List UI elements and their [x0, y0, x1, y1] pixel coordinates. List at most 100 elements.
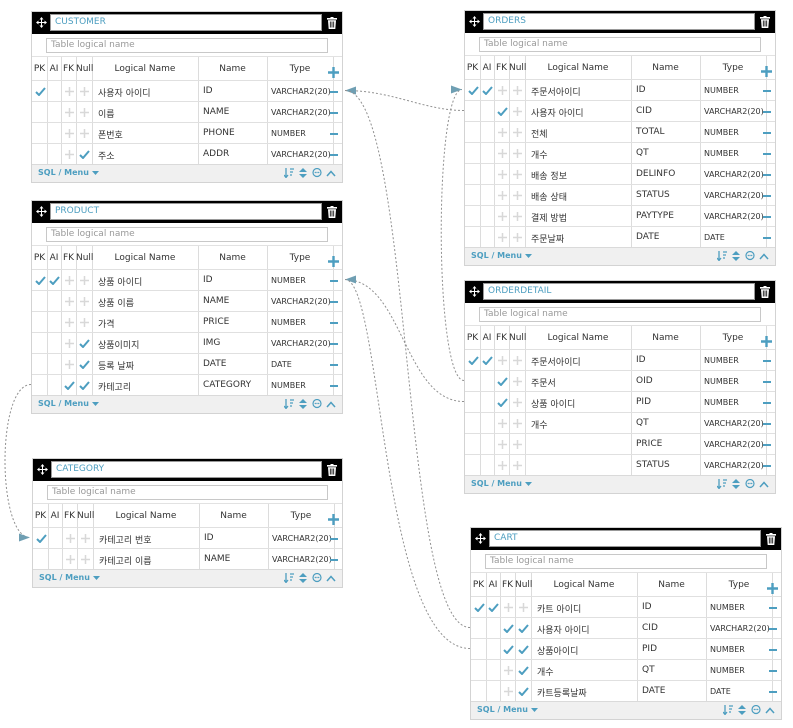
null-checkbox[interactable] — [510, 122, 524, 143]
remove-column-button[interactable] — [769, 607, 777, 609]
ai-checkbox[interactable] — [480, 164, 494, 185]
null-checkbox[interactable] — [510, 455, 524, 476]
remove-column-button[interactable] — [769, 628, 777, 630]
pk-checkbox[interactable] — [33, 354, 47, 375]
pk-checkbox[interactable] — [466, 455, 480, 476]
column-logical-name[interactable]: 결제 방법 — [531, 214, 567, 224]
fk-checkbox[interactable] — [62, 123, 76, 144]
remove-column-button[interactable] — [330, 112, 338, 114]
pk-checkbox[interactable] — [472, 660, 486, 681]
ai-checkbox[interactable] — [48, 549, 62, 570]
ai-checkbox[interactable] — [480, 185, 494, 206]
column-physical-name[interactable]: DATE — [203, 359, 227, 369]
chevron-up-icon[interactable] — [326, 168, 336, 178]
chevron-up-down-icon[interactable] — [731, 251, 741, 261]
chevron-up-down-icon[interactable] — [737, 705, 747, 715]
trash-icon[interactable] — [324, 203, 340, 220]
null-checkbox[interactable] — [77, 270, 91, 291]
column-physical-name[interactable]: PAYTYPE — [636, 211, 674, 221]
null-checkbox[interactable] — [77, 291, 91, 312]
column-physical-name[interactable]: PID — [642, 644, 658, 654]
null-check-icon[interactable] — [77, 375, 91, 396]
fk-checkbox[interactable] — [501, 597, 515, 618]
fk-checkbox[interactable] — [495, 122, 509, 143]
comment-icon[interactable] — [745, 479, 755, 489]
column-physical-name[interactable]: ID — [636, 355, 646, 365]
ai-checkbox[interactable] — [486, 639, 500, 660]
null-checkbox[interactable] — [510, 227, 524, 248]
ai-checkbox[interactable] — [480, 434, 494, 455]
table-name-input[interactable]: CUSTOMER — [50, 14, 322, 31]
column-physical-name[interactable]: CATEGORY — [203, 380, 252, 390]
fk-checkbox[interactable] — [495, 80, 509, 101]
move-icon[interactable] — [33, 14, 50, 31]
relation-orders-customer[interactable] — [344, 90, 465, 111]
column-logical-name[interactable]: 사용자 아이디 — [98, 89, 151, 99]
fk-check-icon[interactable] — [62, 375, 76, 396]
column-data-type[interactable]: VARCHAR2(20) — [271, 108, 331, 117]
sort-icon[interactable] — [723, 705, 733, 715]
column-logical-name[interactable]: 상품 아이디 — [531, 400, 576, 410]
fk-checkbox[interactable] — [62, 81, 76, 102]
comment-icon[interactable] — [312, 168, 322, 178]
ai-checkbox[interactable] — [47, 312, 61, 333]
remove-column-button[interactable] — [330, 301, 338, 303]
column-data-type[interactable]: VARCHAR2(20) — [272, 534, 332, 543]
fk-checkbox[interactable] — [495, 455, 509, 476]
remove-column-button[interactable] — [330, 538, 338, 540]
sort-icon[interactable] — [284, 399, 294, 409]
ai-checkbox[interactable] — [480, 101, 494, 122]
column-physical-name[interactable]: NAME — [204, 554, 231, 564]
ai-checkbox[interactable] — [486, 618, 500, 639]
sql-menu-button[interactable]: SQL / Menu — [38, 168, 99, 177]
trash-icon[interactable] — [324, 461, 340, 478]
fk-checkbox[interactable] — [495, 185, 509, 206]
pk-checkbox[interactable] — [466, 101, 480, 122]
column-physical-name[interactable]: ADDR — [203, 149, 230, 159]
fk-checkbox[interactable] — [62, 102, 76, 123]
null-checkbox[interactable] — [510, 101, 524, 122]
ai-checkbox[interactable] — [47, 333, 61, 354]
null-checkbox[interactable] — [77, 102, 91, 123]
remove-column-button[interactable] — [763, 444, 771, 446]
remove-column-button[interactable] — [763, 423, 771, 425]
ai-checkbox[interactable] — [480, 371, 494, 392]
pk-checkbox[interactable] — [466, 164, 480, 185]
column-logical-name[interactable]: 카테고리 번호 — [99, 536, 152, 546]
column-data-type[interactable]: VARCHAR2(20) — [271, 297, 331, 306]
column-data-type[interactable]: NUMBER — [271, 318, 306, 327]
column-logical-name[interactable]: 개수 — [531, 421, 548, 431]
column-data-type[interactable]: NUMBER — [704, 128, 739, 137]
column-physical-name[interactable]: CID — [642, 623, 658, 633]
column-logical-name[interactable]: 이름 — [98, 110, 115, 120]
table-name-input[interactable]: CART — [489, 530, 761, 547]
column-physical-name[interactable]: QT — [636, 418, 649, 428]
ai-checkbox[interactable] — [47, 354, 61, 375]
column-data-type[interactable]: NUMBER — [271, 381, 306, 390]
ai-check-icon[interactable] — [47, 270, 61, 291]
column-data-type[interactable]: NUMBER — [704, 356, 739, 365]
column-logical-name[interactable]: 주문서 — [531, 379, 556, 389]
ai-checkbox[interactable] — [47, 102, 61, 123]
column-physical-name[interactable]: QT — [642, 665, 655, 675]
remove-column-button[interactable] — [763, 402, 771, 404]
ai-checkbox[interactable] — [47, 375, 61, 396]
remove-column-button[interactable] — [763, 132, 771, 134]
column-data-type[interactable]: VARCHAR2(20) — [271, 339, 331, 348]
relation-orderdetail-orders[interactable] — [440, 89, 465, 381]
fk-checkbox[interactable] — [63, 528, 77, 549]
column-logical-name[interactable]: 주소 — [98, 152, 115, 162]
comment-icon[interactable] — [751, 705, 761, 715]
fk-checkbox[interactable] — [501, 681, 515, 702]
remove-column-button[interactable] — [330, 154, 338, 156]
